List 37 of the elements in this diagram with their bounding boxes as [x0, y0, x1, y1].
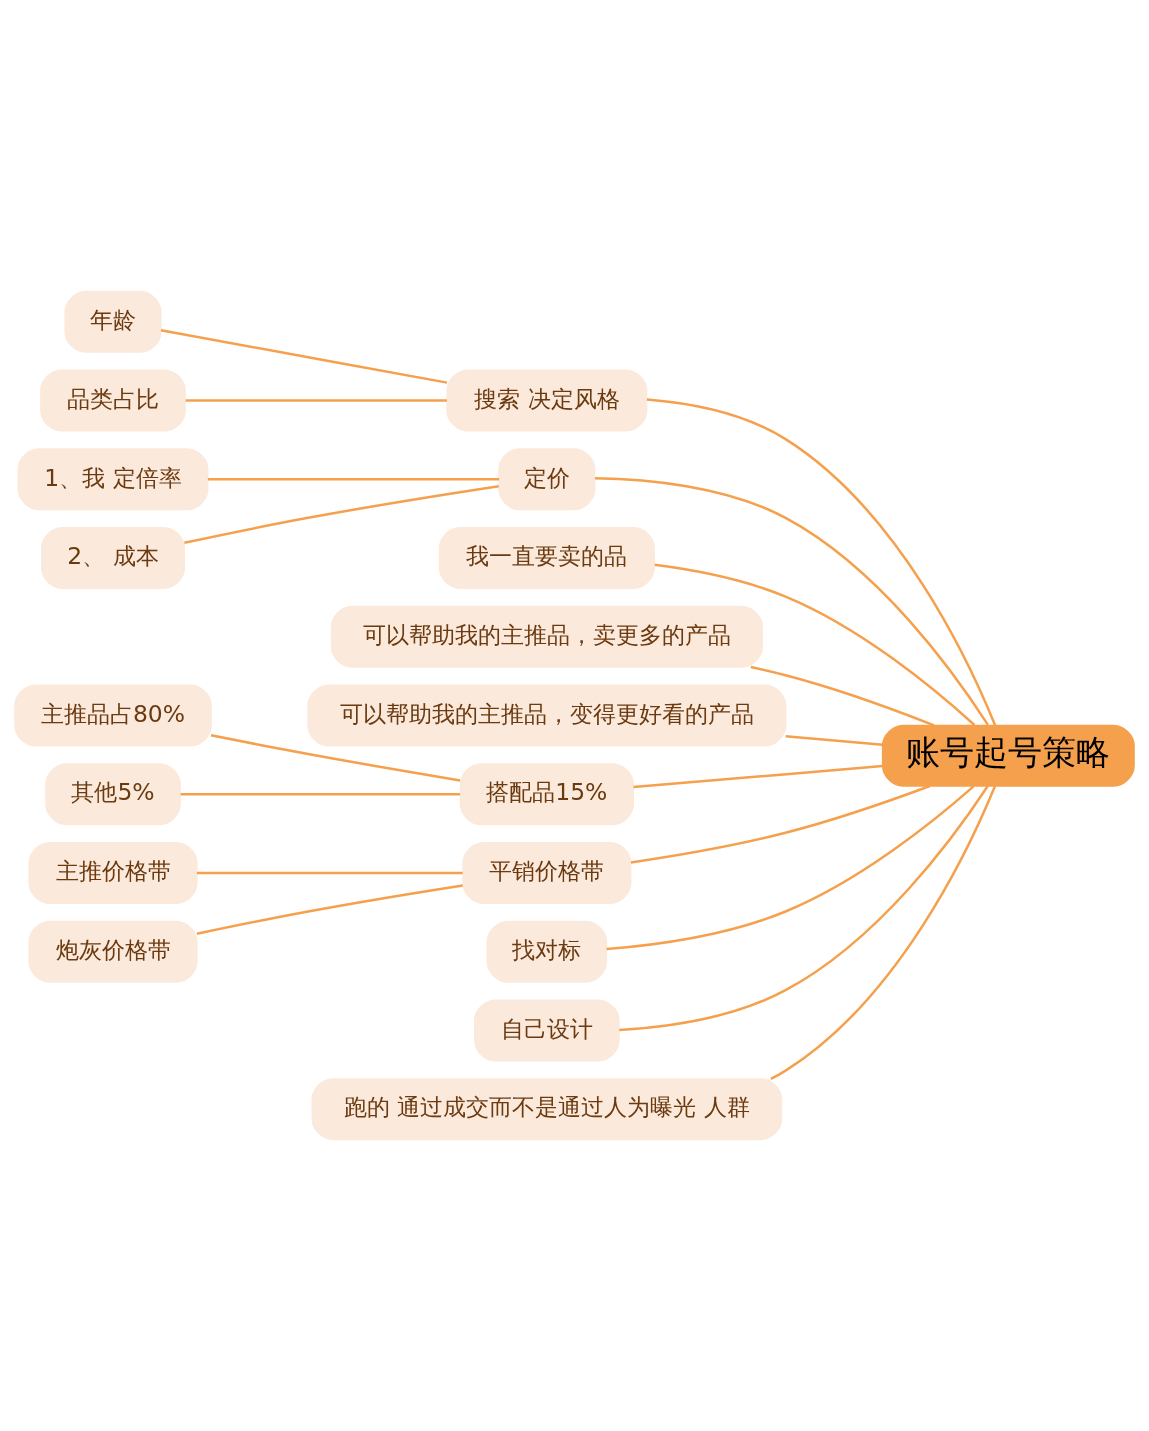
connector — [196, 884, 463, 935]
connector — [750, 665, 935, 727]
node-box: 搭配品15% — [459, 763, 634, 826]
connector — [633, 764, 883, 789]
connector — [654, 563, 976, 726]
node-box: 账号起号策略 — [881, 724, 1135, 787]
connector — [207, 478, 500, 481]
node-box: 自己设计 — [474, 999, 620, 1062]
node-box: 主推价格带 — [28, 841, 198, 904]
connector — [180, 792, 461, 796]
node-box: 跑的 通过成交而不是通过人为曝光 人群 — [311, 1078, 783, 1141]
connector — [619, 785, 989, 1032]
node-box: 找对标 — [486, 920, 608, 983]
connector — [595, 476, 989, 726]
connector — [646, 398, 997, 726]
connector — [196, 871, 463, 875]
node-box: 2、 成本 — [41, 527, 186, 590]
connector — [630, 784, 931, 864]
node-box: 品类占比 — [40, 369, 186, 432]
node-box: 可以帮助我的主推品，卖更多的产品 — [330, 605, 763, 668]
connector — [184, 485, 499, 544]
node-box: 我一直要卖的品 — [438, 527, 655, 590]
connector — [770, 785, 997, 1081]
node-box: 搜索 决定风格 — [446, 369, 648, 432]
node-box: 其他5% — [45, 763, 181, 826]
node-box: 平销价格带 — [462, 841, 632, 904]
node-box: 主推品占80% — [14, 684, 212, 747]
node-box: 1、我 定倍率 — [17, 448, 209, 511]
connector — [785, 735, 883, 747]
connector — [160, 329, 448, 384]
node-box: 炮灰价格带 — [28, 920, 198, 983]
node-box: 年龄 — [64, 290, 162, 353]
connector — [185, 399, 447, 402]
connector — [606, 785, 975, 951]
connector — [210, 734, 461, 782]
node-box: 定价 — [498, 448, 596, 511]
node-box: 可以帮助我的主推品，变得更好看的产品 — [307, 684, 787, 747]
